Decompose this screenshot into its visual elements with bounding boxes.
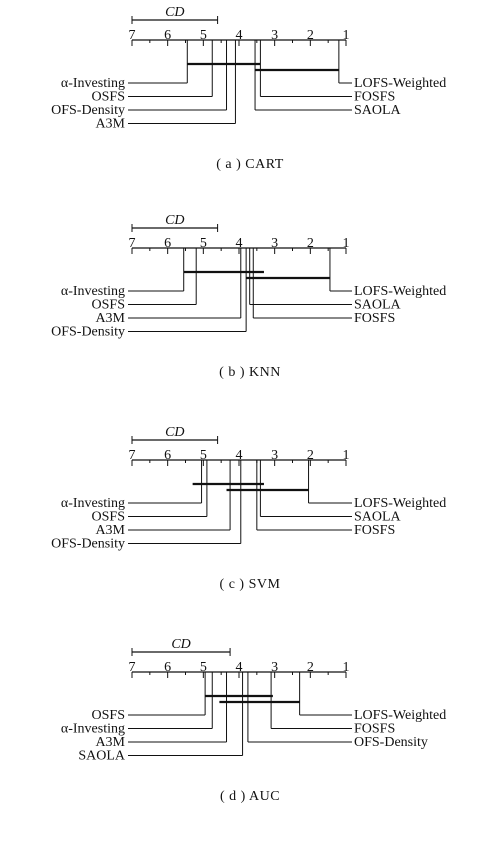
axis-tick-label: 2 <box>307 448 314 463</box>
axis-tick-label: 4 <box>236 236 243 251</box>
axis-tick-label: 5 <box>200 448 207 463</box>
axis-tick-label: 6 <box>164 448 171 463</box>
axis-tick-label: 1 <box>343 28 350 43</box>
method-label: OSFS <box>92 298 125 313</box>
method-label: OSFS <box>92 90 125 105</box>
method-label: LOFS-Weighted <box>354 708 446 723</box>
method-label: LOFS-Weighted <box>354 76 446 91</box>
method-label: FOSFS <box>354 523 395 538</box>
panel-caption: ( c ) SVM <box>220 577 281 592</box>
axis-tick-label: 4 <box>236 448 243 463</box>
method-label: A3M <box>95 117 125 132</box>
axis-tick-label: 5 <box>200 660 207 675</box>
method-label: A3M <box>95 311 125 326</box>
panel-caption: ( d ) AUC <box>220 789 280 804</box>
method-label: A3M <box>95 523 125 538</box>
axis-tick-label: 2 <box>307 28 314 43</box>
axis-tick-label: 6 <box>164 236 171 251</box>
axis-tick-label: 5 <box>200 236 207 251</box>
axis-tick-label: 1 <box>343 236 350 251</box>
method-label: FOSFS <box>354 90 395 105</box>
method-label: α-Investing <box>61 76 125 91</box>
axis-tick-label: 3 <box>271 236 278 251</box>
panel-caption: ( b ) KNN <box>219 365 281 380</box>
panel-caption: ( a ) CART <box>216 157 284 172</box>
axis-tick-label: 1 <box>343 448 350 463</box>
method-label: OFS-Density <box>51 537 125 552</box>
method-label: SAOLA <box>354 510 402 525</box>
method-label: SAOLA <box>354 298 402 313</box>
cd-label: CD <box>171 637 190 652</box>
axis-tick-label: 3 <box>271 448 278 463</box>
method-label: OSFS <box>92 708 125 723</box>
axis-tick-label: 2 <box>307 236 314 251</box>
axis-tick-label: 3 <box>271 28 278 43</box>
method-label: α-Investing <box>61 284 125 299</box>
axis-tick-label: 1 <box>343 660 350 675</box>
cd-label: CD <box>165 425 184 440</box>
axis-tick-label: 6 <box>164 660 171 675</box>
method-label: A3M <box>95 735 125 750</box>
method-label: OFS-Density <box>51 325 125 340</box>
method-label: OSFS <box>92 510 125 525</box>
method-label: OFS-Density <box>51 103 125 118</box>
axis-tick-label: 7 <box>129 448 136 463</box>
method-label: LOFS-Weighted <box>354 496 446 511</box>
axis-tick-label: 7 <box>129 660 136 675</box>
axis-tick-label: 4 <box>236 660 243 675</box>
axis-tick-label: 5 <box>200 28 207 43</box>
method-label: OFS-Density <box>354 735 428 750</box>
cd-label: CD <box>165 213 184 228</box>
axis-tick-label: 2 <box>307 660 314 675</box>
method-label: LOFS-Weighted <box>354 284 446 299</box>
axis-tick-label: 6 <box>164 28 171 43</box>
cd-label: CD <box>165 5 184 20</box>
method-label: FOSFS <box>354 722 395 737</box>
method-label: α-Investing <box>61 722 125 737</box>
method-label: FOSFS <box>354 311 395 326</box>
axis-tick-label: 7 <box>129 236 136 251</box>
method-label: α-Investing <box>61 496 125 511</box>
axis-tick-label: 3 <box>271 660 278 675</box>
axis-tick-label: 4 <box>236 28 243 43</box>
method-label: SAOLA <box>78 749 126 764</box>
method-label: SAOLA <box>354 103 402 118</box>
axis-tick-label: 7 <box>129 28 136 43</box>
